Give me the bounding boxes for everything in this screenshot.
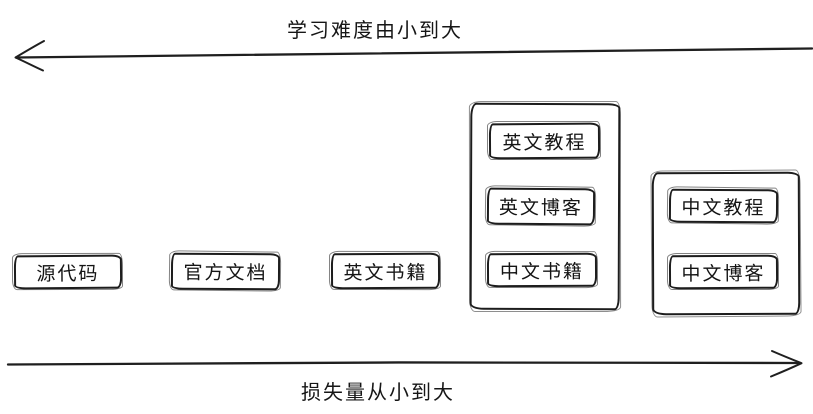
top-axis-label: 学习难度由小到大: [287, 20, 463, 42]
bottom-axis-label: 损失量从小到大: [301, 382, 455, 404]
bottom-arrow-head-right-icon: [770, 350, 803, 378]
box-chinese-books-label: 中文书籍: [499, 261, 585, 283]
top-arrow-line: [14, 47, 813, 59]
box-official-docs: 官方文档: [170, 252, 281, 291]
box-chinese-books: 中文书籍: [486, 252, 598, 288]
box-source-code-label: 源代码: [36, 263, 100, 285]
box-english-tutorials-label: 英文教程: [502, 132, 587, 154]
box-official-docs-label: 官方文档: [183, 262, 268, 285]
box-english-blogs-label: 英文博客: [498, 197, 584, 220]
box-english-blogs: 英文博客: [486, 187, 596, 226]
box-chinese-tutorials-label: 中文教程: [681, 197, 766, 219]
box-chinese-tutorials: 中文教程: [668, 188, 779, 224]
box-source-code: 源代码: [13, 254, 123, 290]
box-chinese-blogs-label: 中文博客: [681, 263, 766, 285]
box-english-tutorials: 英文教程: [488, 122, 601, 160]
box-chinese-blogs: 中文博客: [668, 254, 779, 290]
top-arrow-head-left-icon: [14, 40, 45, 72]
box-english-books: 英文书籍: [330, 252, 441, 290]
box-english-books-label: 英文书籍: [343, 262, 428, 284]
bottom-arrow-line: [6, 361, 802, 366]
